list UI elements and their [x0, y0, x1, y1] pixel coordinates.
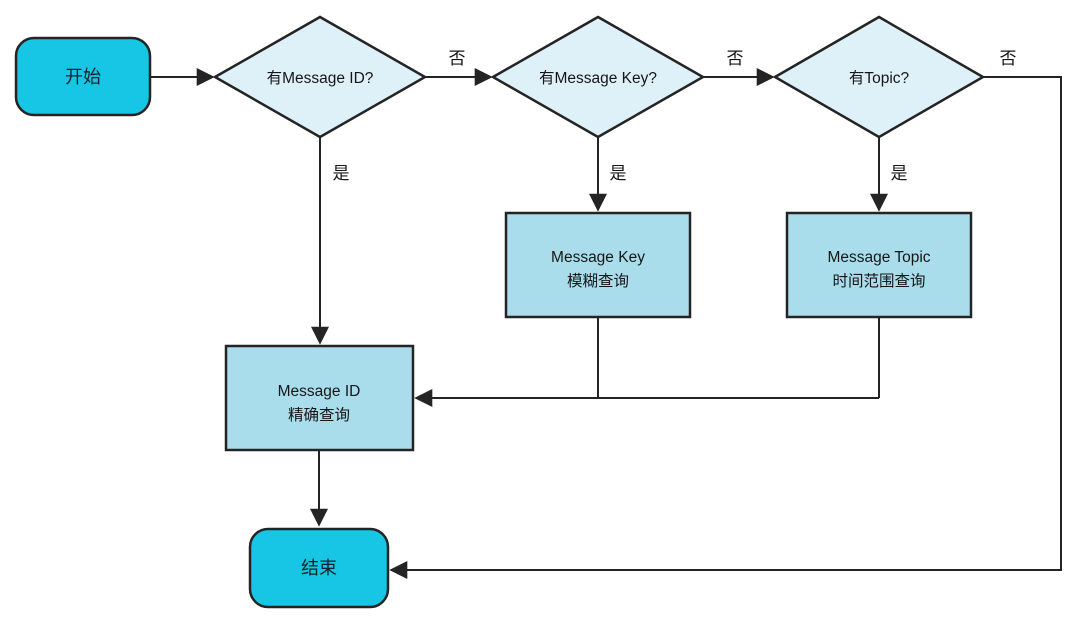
start-node-shape	[14, 36, 152, 117]
process-topic-query-shape	[785, 211, 973, 319]
start-node: 开始	[14, 36, 152, 117]
label-yes-3: 是	[891, 164, 908, 183]
label-no-1: 否	[449, 49, 466, 68]
process-id-query-line2: 精确查询	[288, 406, 350, 424]
decision-has-message-key-shape	[490, 15, 706, 139]
edges	[150, 68, 1062, 579]
decision-has-message-id: 有Message ID?	[212, 15, 428, 139]
label-yes-2: 是	[610, 164, 627, 183]
nodes: 开始 有Message ID? 有Message Key? 有Topic? Me…	[14, 15, 986, 609]
process-key-query-line1: Message Key	[551, 249, 645, 266]
process-topic-query: Message Topic 时间范围查询	[785, 211, 973, 319]
label-no-2: 否	[727, 49, 744, 68]
decision-has-message-id-label: 有Message ID?	[267, 69, 374, 87]
process-topic-query-line1: Message Topic	[827, 249, 930, 266]
process-id-query: Message ID 精确查询	[224, 344, 415, 452]
process-id-query-shape	[224, 344, 415, 452]
process-key-query: Message Key 模糊查询	[504, 211, 692, 319]
start-node-label: 开始	[65, 67, 101, 87]
decision-has-topic-shape	[772, 15, 986, 139]
edge-no-topic-to-end	[389, 76, 1062, 579]
process-key-query-line2: 模糊查询	[567, 272, 629, 290]
end-node-shape	[248, 527, 390, 609]
label-no-3: 否	[1000, 49, 1017, 68]
end-node: 结束	[248, 527, 390, 609]
process-topic-query-line2: 时间范围查询	[832, 272, 925, 290]
branch-labels: 否 否 否 是 是 是	[333, 49, 1017, 183]
process-id-query-line1: Message ID	[278, 383, 361, 400]
end-node-label: 结束	[301, 558, 337, 578]
decision-has-message-key: 有Message Key?	[490, 15, 706, 139]
decision-has-topic: 有Topic?	[772, 15, 986, 139]
decision-has-topic-label: 有Topic?	[849, 69, 910, 87]
process-key-query-shape	[504, 211, 692, 319]
label-yes-1: 是	[333, 164, 350, 183]
decision-has-message-key-label: 有Message Key?	[539, 69, 657, 87]
decision-has-message-id-shape	[212, 15, 428, 139]
